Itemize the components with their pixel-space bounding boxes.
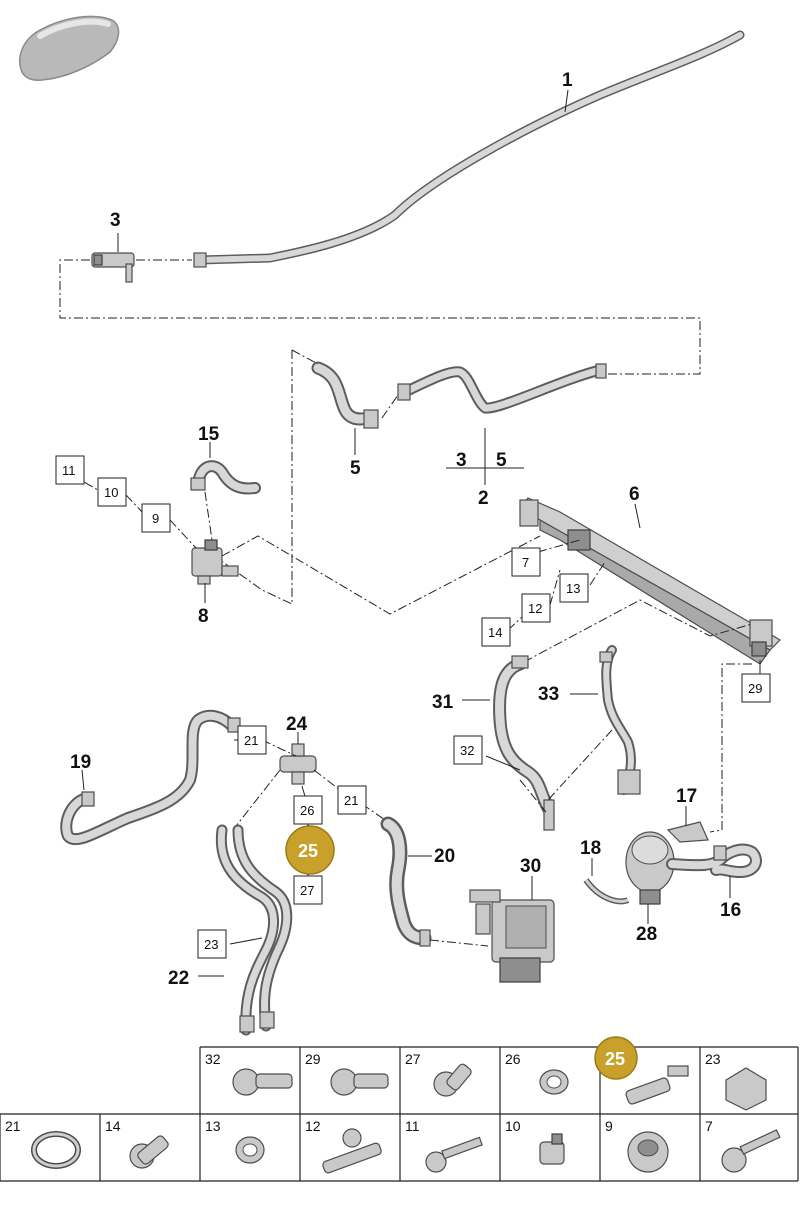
cell-label-14: 14: [105, 1118, 121, 1134]
cell-badge-25: 25: [594, 1036, 638, 1080]
cell-label-27: 27: [405, 1051, 421, 1067]
svg-text:11: 11: [62, 463, 76, 478]
callout-33: 33: [538, 684, 559, 705]
ref-box-10: 10: [97, 477, 127, 507]
callout-3-sub: 3: [456, 450, 467, 471]
ref-box-26: 26: [293, 795, 323, 825]
hose-20: [380, 816, 432, 947]
svg-text:23: 23: [204, 937, 218, 952]
coolant-hose-2: [311, 361, 607, 429]
cell-label-26: 26: [505, 1051, 521, 1067]
callout-17: 17: [676, 786, 697, 807]
svg-text:10: 10: [104, 485, 118, 500]
callout-2: 2: [478, 488, 489, 509]
svg-text:25: 25: [298, 841, 318, 861]
svg-text:7: 7: [522, 555, 529, 570]
hose-19: [60, 709, 241, 846]
ref-box-23: 23: [197, 929, 227, 959]
svg-text:9: 9: [152, 511, 159, 526]
coolant-pump-28: [625, 831, 675, 905]
badge-25-diagram: 25: [285, 825, 335, 875]
screw-icon: [425, 1136, 483, 1173]
cell-label-9: 9: [605, 1118, 613, 1134]
callout-18: 18: [580, 838, 601, 859]
cell-label-11: 11: [405, 1118, 420, 1134]
hose-16: [666, 843, 762, 878]
screw-icon: [129, 1135, 169, 1169]
callout-15: 15: [198, 424, 220, 445]
hose-clamp-icon: [31, 1131, 81, 1169]
connector-3-top: [91, 252, 135, 283]
callout-24: 24: [286, 714, 308, 735]
hose-31: [493, 655, 555, 831]
callout-31: 31: [432, 692, 454, 713]
svg-text:13: 13: [566, 581, 580, 596]
cell-label-13: 13: [205, 1118, 221, 1134]
callout-5-sub: 5: [496, 450, 507, 471]
grommet-icon: [627, 1131, 669, 1173]
ref-box-11: 11: [55, 455, 85, 485]
screw-icon: [721, 1129, 781, 1173]
cell-label-10: 10: [505, 1118, 521, 1134]
nut-icon: [725, 1067, 767, 1111]
svg-text:25: 25: [605, 1049, 625, 1069]
pipe-assembly-22: [215, 824, 293, 1036]
clamp-18: [583, 878, 630, 905]
svg-text:26: 26: [300, 803, 314, 818]
callout-30: 30: [520, 856, 541, 877]
parts-table: 32 29 27 26 25 23 21 14 13 12 11 10 9 7: [0, 1036, 799, 1182]
svg-text:12: 12: [528, 601, 542, 616]
svg-text:21: 21: [344, 793, 358, 808]
cell-label-32: 32: [205, 1051, 221, 1067]
hose-15: [190, 460, 261, 495]
tee-connector-24: [279, 743, 317, 785]
callout-22: 22: [168, 968, 189, 989]
washer-icon: [235, 1136, 265, 1164]
sensor-icon: [625, 1065, 689, 1105]
coolant-line-1: [193, 30, 745, 268]
hose-33: [599, 645, 641, 795]
svg-text:32: 32: [460, 743, 474, 758]
ref-box-21-right: 21: [337, 785, 367, 815]
svg-text:29: 29: [748, 681, 762, 696]
cell-label-23: 23: [705, 1051, 721, 1067]
sensor-icon: [322, 1128, 382, 1174]
grommet-icon: [539, 1133, 565, 1165]
washer-icon: [539, 1069, 569, 1095]
cell-label-7: 7: [705, 1118, 713, 1134]
electric-pump-30: [469, 889, 555, 983]
ref-box-32: 32: [453, 735, 483, 765]
svg-text:14: 14: [488, 625, 502, 640]
callout-16: 16: [720, 900, 741, 921]
callout-8: 8: [198, 606, 209, 627]
ref-box-13: 13: [559, 573, 589, 603]
screw-icon: [330, 1068, 389, 1096]
ref-box-27: 27: [293, 875, 323, 905]
screw-icon: [433, 1063, 472, 1097]
valve-8: [191, 539, 239, 585]
ref-box-7: 7: [511, 547, 541, 577]
ref-box-12: 12: [521, 593, 551, 623]
callout-1: 1: [562, 70, 573, 91]
svg-text:21: 21: [244, 733, 258, 748]
callout-5: 5: [350, 458, 361, 479]
car-silhouette-icon: [19, 15, 120, 81]
ref-box-29: 29: [741, 673, 771, 703]
distribution-rail-6: [519, 497, 781, 665]
cell-label-29: 29: [305, 1051, 321, 1067]
ref-box-21-left: 21: [237, 725, 267, 755]
ref-box-9: 9: [141, 503, 171, 533]
callout-19: 19: [70, 752, 91, 773]
callout-3-top: 3: [110, 210, 121, 231]
callout-28: 28: [636, 924, 657, 945]
callout-6: 6: [629, 484, 640, 505]
cell-label-21: 21: [5, 1118, 21, 1134]
screw-icon: [232, 1068, 293, 1096]
svg-text:27: 27: [300, 883, 314, 898]
callout-20: 20: [434, 846, 455, 867]
bracket-17: [666, 821, 709, 843]
cell-label-12: 12: [305, 1118, 321, 1134]
ref-box-14: 14: [481, 617, 511, 647]
